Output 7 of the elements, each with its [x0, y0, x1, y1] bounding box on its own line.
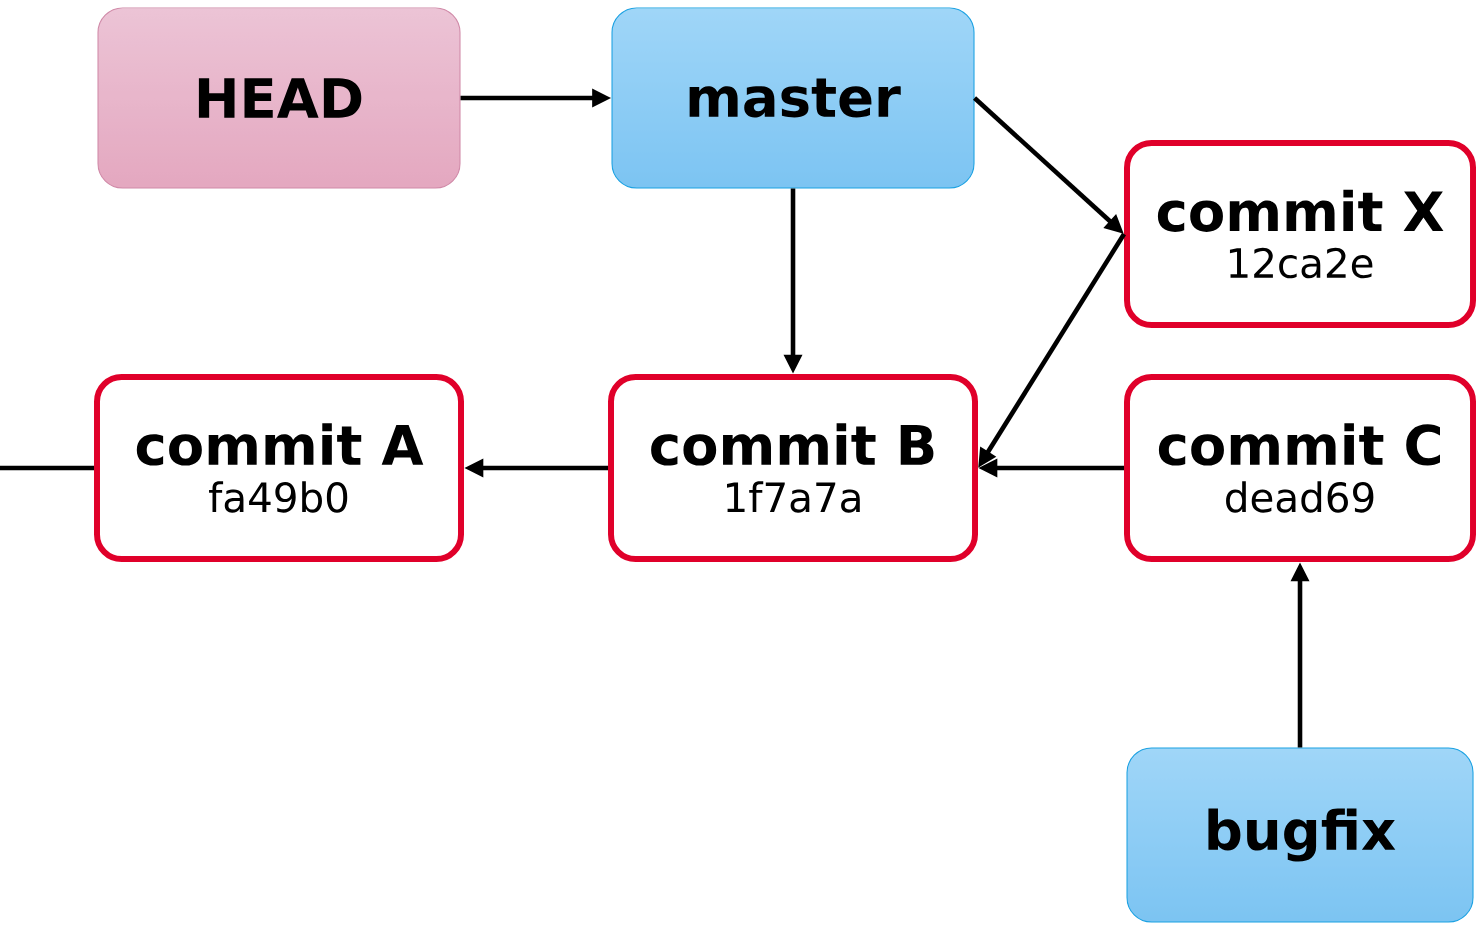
- commit-box: commit B 1f7a7a: [608, 374, 978, 562]
- commit-box: commit X 12ca2e: [1124, 140, 1476, 328]
- commit-box: commit C dead69: [1124, 374, 1476, 562]
- branch-box: master: [611, 7, 975, 189]
- branch-box: bugfix: [1126, 747, 1474, 923]
- commit-box: commit A fa49b0: [94, 374, 464, 562]
- head-box: HEAD: [97, 7, 461, 189]
